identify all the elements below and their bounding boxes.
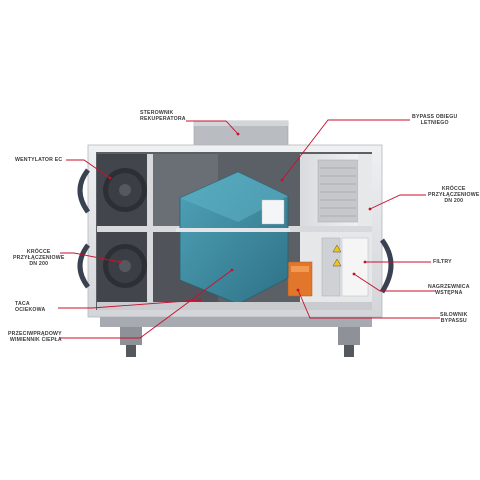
leader-taca	[58, 299, 201, 309]
label-sterownik: STEROWNIK REKUPERATORA	[140, 110, 186, 123]
foot-right	[338, 327, 360, 357]
leader-bypass	[281, 119, 410, 181]
label-silownik: SIŁOWNIK BYPASSU	[440, 312, 468, 325]
bypass-damper	[317, 159, 359, 223]
exchanger-label-plate	[261, 199, 285, 225]
leader-nagrzewnica	[353, 273, 436, 292]
label-nagrzewnica: NAGRZEWNICA WSTĘPNA	[428, 284, 470, 297]
drip-tray	[97, 302, 372, 310]
preheater	[341, 237, 369, 297]
label-wymiennik: PRZECIWPRĄDOWY WIMIENNIK CIEPŁA	[8, 331, 62, 344]
base-frame	[100, 317, 372, 327]
foot-left	[120, 327, 142, 357]
spigot-right	[379, 238, 394, 294]
label-wentylator: WENTYLATOR EC	[15, 157, 63, 163]
leader-wentylator	[66, 159, 111, 179]
leader-silownik	[297, 289, 440, 319]
leader-krocce-left	[60, 252, 121, 263]
leader-sterownik	[186, 120, 239, 135]
label-bypass: BYPASS OBIEGU LETNIEGO	[412, 114, 458, 127]
filter	[321, 237, 341, 297]
warning-sign-lower	[332, 258, 342, 267]
label-krocce-right: KRÓCCE PRZYŁĄCZENIOWE DN 200	[428, 186, 480, 205]
spigot-left-upper	[77, 168, 91, 214]
leader-krocce-right	[369, 194, 426, 210]
fan-upper	[103, 168, 147, 212]
label-filtry: FILTRY	[433, 259, 452, 265]
leader-wymiennik	[59, 269, 233, 339]
label-taca: TACA OCIEKOWA	[15, 301, 46, 314]
fan-lower	[103, 244, 147, 288]
label-krocce-left: KRÓCCE PRZYŁĄCZENIOWE DN 200	[13, 249, 65, 268]
spigot-left-lower	[77, 243, 91, 289]
warning-sign-upper	[332, 244, 342, 253]
